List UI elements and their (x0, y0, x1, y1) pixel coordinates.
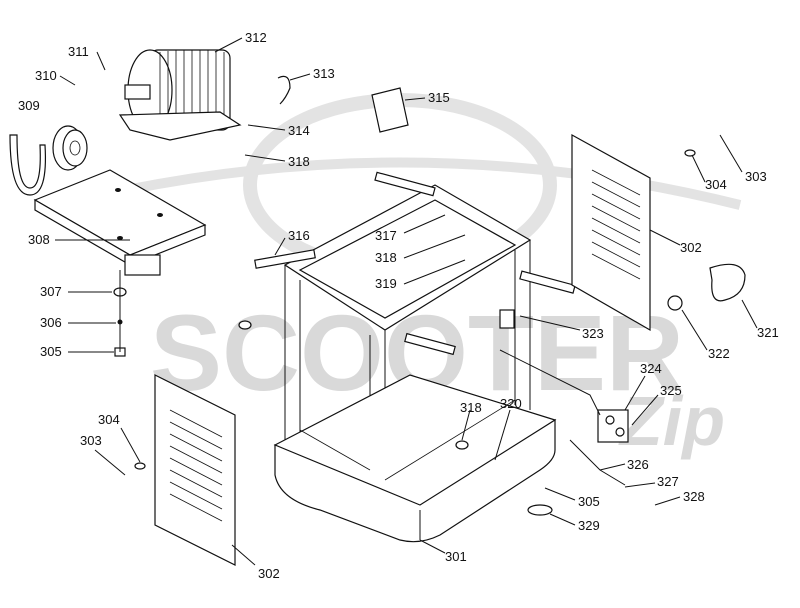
cabinet (273, 184, 557, 543)
callout-309: 309 (18, 98, 40, 113)
callout-314: 314 (288, 123, 310, 138)
callout-328: 328 (683, 489, 705, 504)
rods (254, 171, 576, 356)
leader-lines (55, 37, 758, 566)
side-panel-left (154, 374, 236, 566)
callout-326: 326 (627, 457, 649, 472)
callout-323: 323 (582, 326, 604, 341)
motor (118, 49, 242, 141)
callout-308: 308 (28, 232, 50, 247)
callout-307: 307 (40, 284, 62, 299)
callout-318-lower: 318 (460, 400, 482, 415)
callout-312: 312 (245, 30, 267, 45)
callout-labels: 311 312 310 313 309 315 314 318 303 304 … (18, 30, 779, 581)
callout-303-left: 303 (80, 433, 102, 448)
callout-322: 322 (708, 346, 730, 361)
callout-305-right: 305 (578, 494, 600, 509)
callout-303-right: 303 (745, 169, 767, 184)
left-hardware (113, 270, 127, 357)
callout-319: 319 (375, 276, 397, 291)
callout-311: 311 (68, 44, 89, 59)
callout-318-top: 318 (288, 154, 310, 169)
callout-320: 320 (500, 396, 522, 411)
pulley (52, 125, 88, 171)
belt (9, 134, 47, 196)
callout-317: 317 (375, 228, 397, 243)
callout-318-mid: 318 (375, 250, 397, 265)
callout-327: 327 (657, 474, 679, 489)
callout-316: 316 (288, 228, 310, 243)
callout-313: 313 (313, 66, 335, 81)
callout-301: 301 (445, 549, 467, 564)
callout-321: 321 (757, 325, 779, 340)
callout-325: 325 (660, 383, 682, 398)
callout-329: 329 (578, 518, 600, 533)
callout-304-right: 304 (705, 177, 727, 192)
callout-306: 306 (40, 315, 62, 330)
motor-plate (33, 169, 207, 276)
side-panel-right (571, 133, 651, 332)
callout-302-right: 302 (680, 240, 702, 255)
misc-parts (134, 75, 746, 516)
callout-302-left: 302 (258, 566, 280, 581)
callout-315: 315 (428, 90, 450, 105)
callout-324: 324 (640, 361, 662, 376)
callout-304-left: 304 (98, 412, 120, 427)
callout-305-left: 305 (40, 344, 62, 359)
callout-310: 310 (35, 68, 57, 83)
